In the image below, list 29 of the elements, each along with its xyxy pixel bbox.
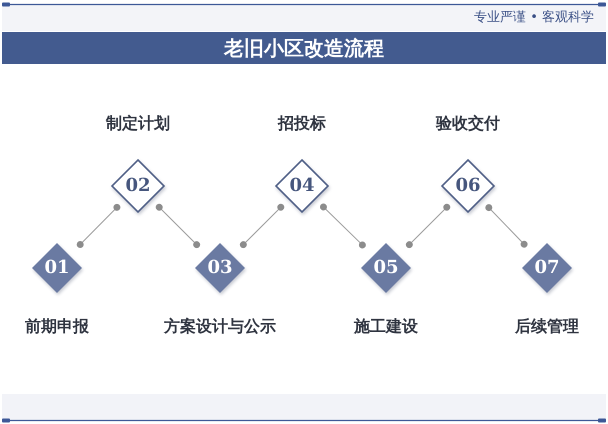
title: 老旧小区改造流程 (224, 36, 384, 60)
connector-line (485, 204, 528, 248)
step-number: 01 (44, 259, 70, 277)
step-label: 方案设计与公示 (164, 316, 276, 336)
connector-line (406, 204, 450, 248)
step-label: 验收交付 (436, 113, 500, 133)
step-label: 招投标 (278, 113, 326, 133)
step-number: 07 (534, 259, 560, 277)
step-diamond (521, 242, 573, 294)
step-number: 02 (125, 177, 151, 195)
step-diamond (275, 159, 329, 213)
connector-line (156, 204, 200, 248)
step-number: 06 (455, 177, 481, 195)
step-diamond (194, 242, 246, 294)
step-label: 施工建设 (354, 316, 418, 336)
step-number: 05 (373, 259, 399, 277)
step-number: 04 (289, 177, 315, 195)
step-label: 前期申报 (25, 316, 89, 336)
tagline: 专业严谨 • 客观科学 (474, 10, 594, 26)
step-diamond (111, 159, 165, 213)
step-diamond (31, 242, 83, 294)
connector-line (320, 203, 366, 248)
step-label: 制定计划 (106, 113, 170, 133)
step-diamond (360, 242, 412, 294)
step-number: 03 (207, 259, 233, 277)
step-diamond (441, 159, 495, 213)
step-label: 后续管理 (515, 316, 579, 336)
connector-line (76, 204, 120, 248)
connector-line (240, 204, 284, 248)
